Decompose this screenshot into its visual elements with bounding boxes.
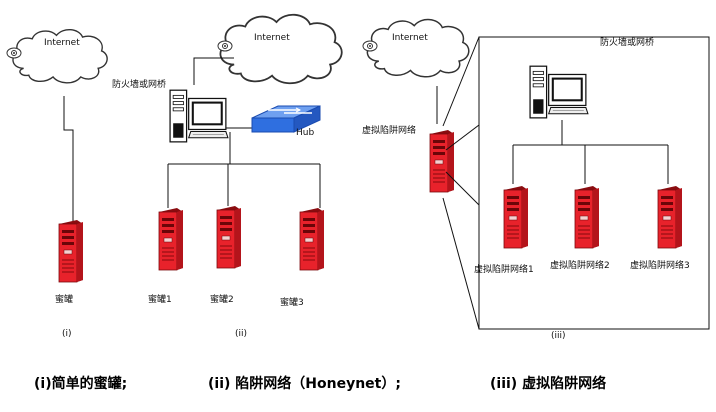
honeynet-label-3: 蜜罐3 [280,296,304,308]
caption-iii: (iii) 虚拟陷阱网络 [490,375,606,392]
firewall-label: 防火墙或网桥 [112,78,166,90]
internet-label-iii: Internet [392,33,428,43]
honeynet-server-2 [216,205,241,269]
eye-icon [217,40,233,52]
honeynet-server-1 [158,207,183,271]
panel-iii: Internet 虚拟陷阱网络 防火墙或网桥 虚拟陷阱网络1 虚拟陷阱网络2 虚… [362,18,710,341]
virtual-label-1: 虚拟陷阱网络1 [474,263,534,275]
internet-label-ii: Internet [254,33,290,43]
internet-cloud-iii [366,18,470,78]
firewall-computer-icon [169,89,229,143]
honeypot-server [58,219,83,283]
box-label: 防火墙或网桥 [600,36,654,48]
honeynet-label-1: 蜜罐1 [148,293,172,305]
virtual-server-3 [657,185,682,249]
virtual-network-box [478,36,710,330]
hub-icon [251,105,321,133]
roman-iii: (iii) [551,331,566,341]
panel-i: Internet 蜜罐 (i) [6,28,109,339]
fan-line-bottom [442,197,480,330]
panel-ii: Internet 防火墙或网桥 Hub 蜜罐1 蜜罐2 蜜罐3 (ii) [112,13,343,339]
honeynet-server-3 [299,207,324,271]
fan-line-mid1 [445,124,480,151]
fan-line-mid2 [445,171,480,206]
virtual-net-label: 虚拟陷阱网络 [362,124,416,136]
caption-i: (i)简单的蜜罐; [34,375,127,392]
virtual-host-server [429,129,454,193]
cloud-to-firewall-line [193,57,234,85]
virtual-server-1 [503,185,528,249]
internet-label-i: Internet [44,38,80,48]
honeypot-label: 蜜罐 [55,293,73,305]
eye-icon [362,40,378,52]
caption-ii: (ii) 陷阱网络（Honeynet）; [208,375,401,392]
internet-cloud-ii [219,13,343,85]
virtual-server-2 [574,185,599,249]
hub-label: Hub [296,128,314,138]
eye-icon [6,47,22,59]
virtual-label-2: 虚拟陷阱网络2 [550,259,610,271]
virtual-label-3: 虚拟陷阱网络3 [630,259,690,271]
virtual-firewall-computer-icon [529,65,589,119]
fan-line-top [442,36,480,127]
honeynet-label-2: 蜜罐2 [210,293,234,305]
link-line-i [63,96,74,222]
roman-ii: (ii) [235,329,247,339]
roman-i: (i) [62,329,72,339]
